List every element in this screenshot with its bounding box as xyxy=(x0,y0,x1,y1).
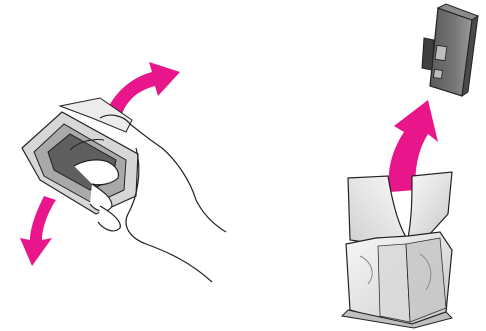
cartridge-latch xyxy=(422,38,434,70)
cartridge-label xyxy=(435,45,447,60)
cartridge-package xyxy=(22,98,138,214)
bag-side-panel xyxy=(406,238,446,322)
bag-front-panel xyxy=(378,244,410,322)
shake-arrow-up-icon xyxy=(108,62,180,114)
lifted-ink-cartridge-icon xyxy=(422,4,478,96)
package-bag-icon xyxy=(342,172,452,328)
unpack-panel xyxy=(342,4,478,328)
arrow-shape-upper xyxy=(108,62,180,114)
shake-panel xyxy=(20,62,226,282)
palm-outline xyxy=(126,148,212,282)
arrow-shape-lower xyxy=(20,196,56,266)
bag-flap-right xyxy=(408,172,452,238)
shake-arrow-down-icon xyxy=(20,196,56,266)
hand-icon xyxy=(70,115,226,282)
cartridge-chip xyxy=(433,69,442,78)
